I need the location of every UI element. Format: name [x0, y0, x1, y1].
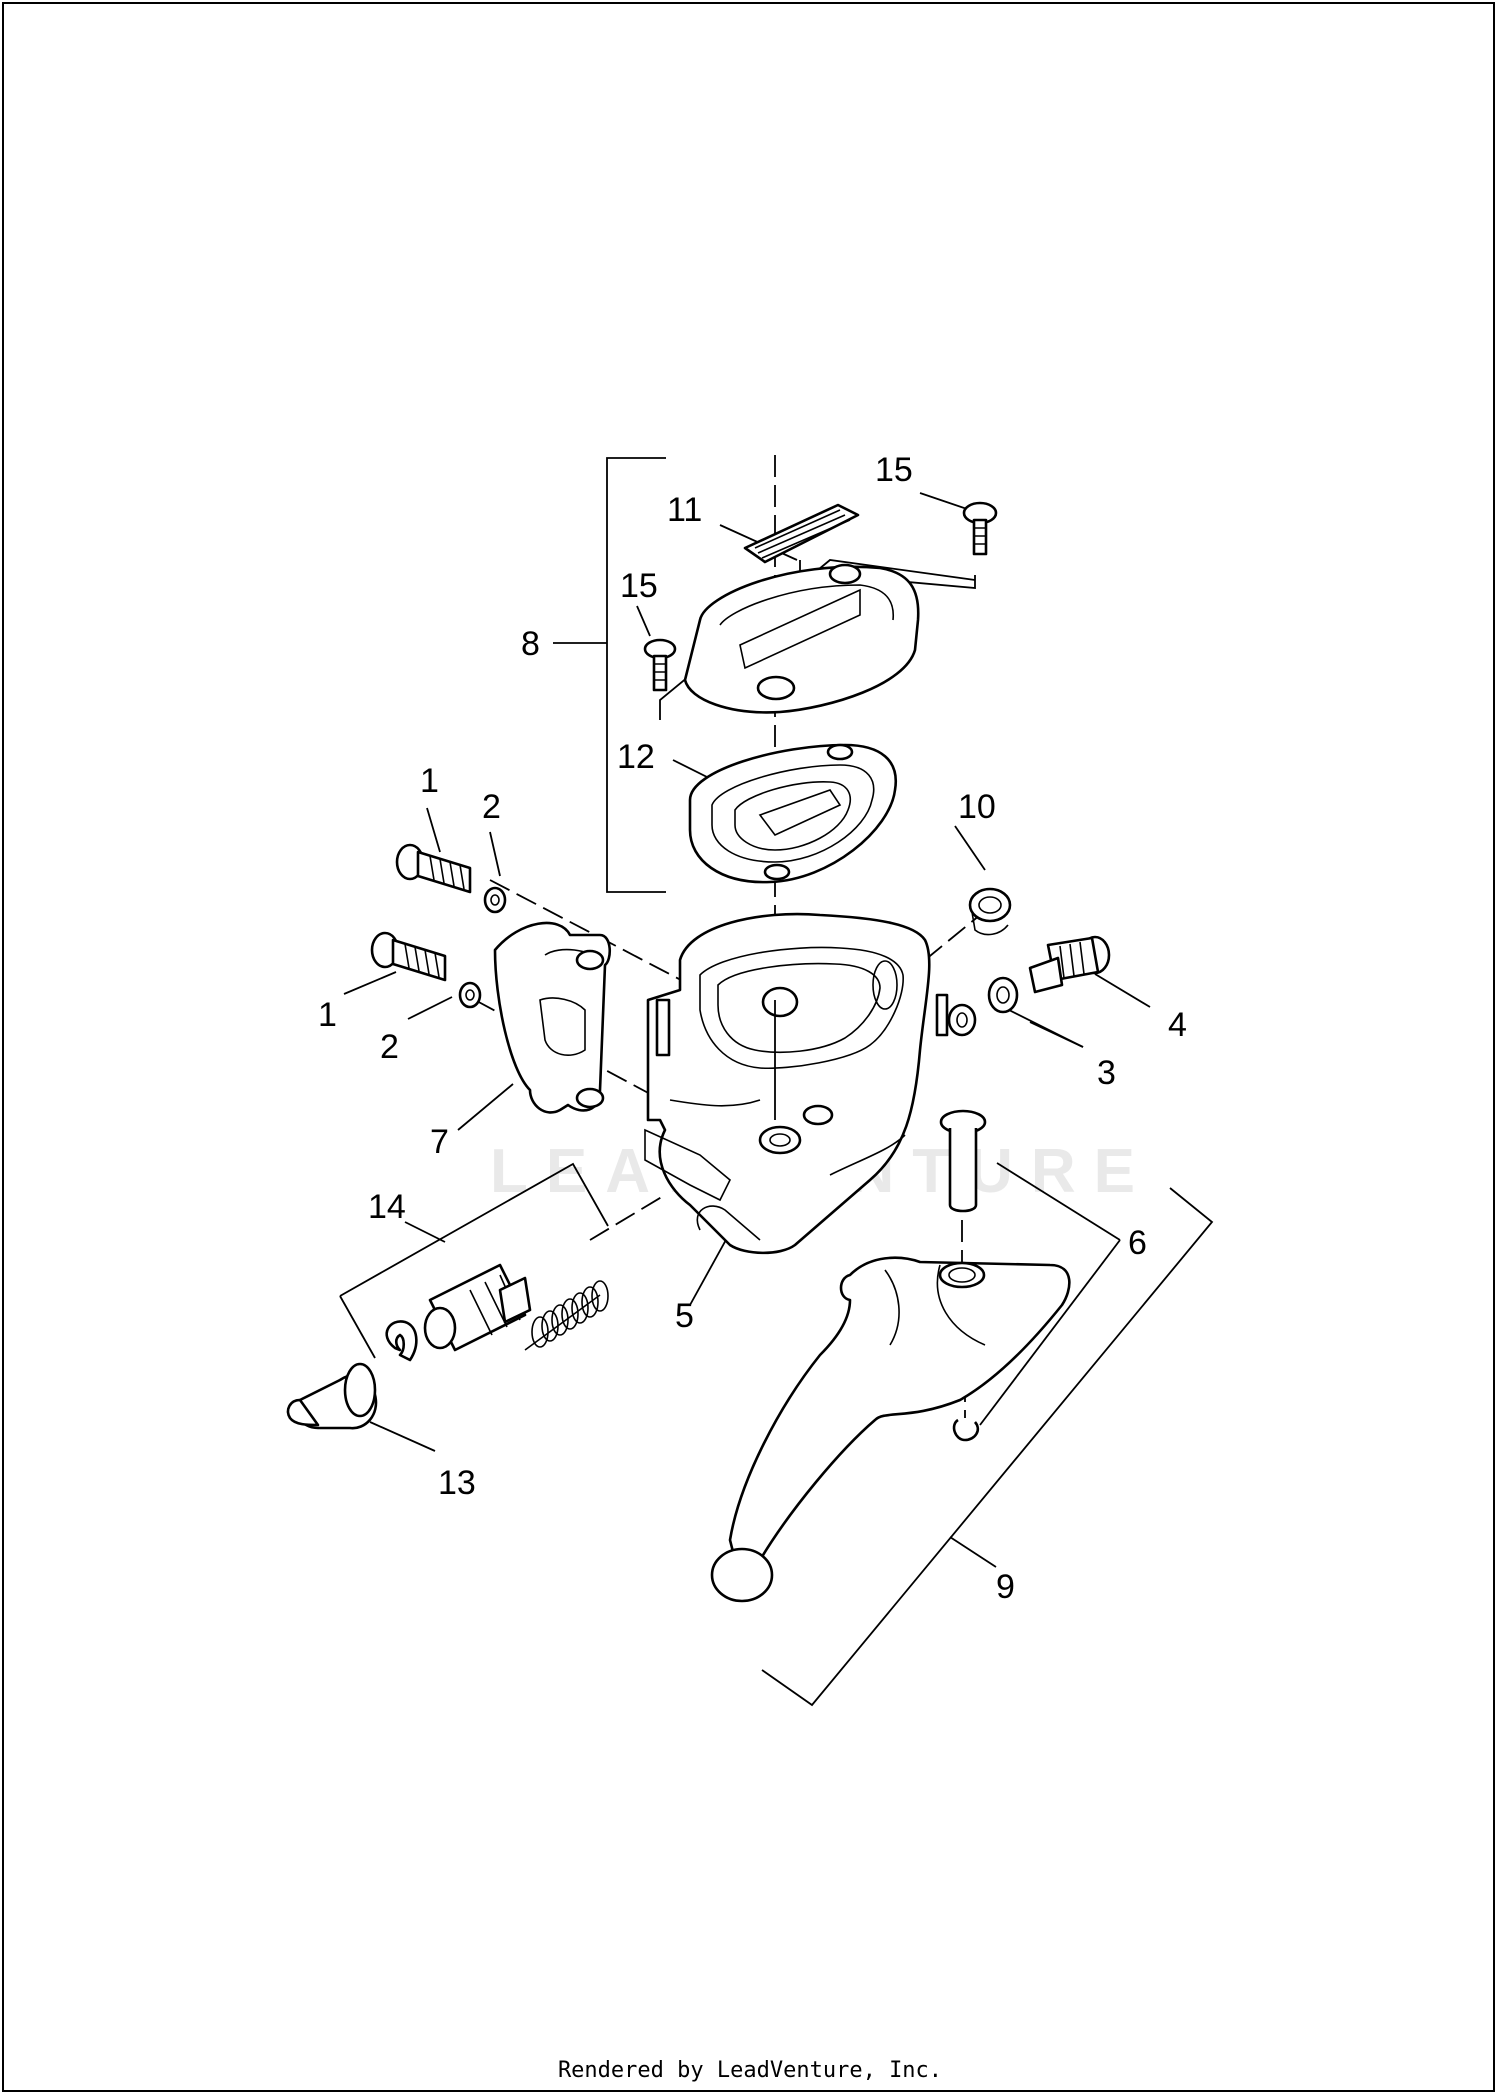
washer-3-b: [947, 1003, 977, 1037]
callout-14: 14: [368, 1188, 406, 1226]
bracket-9: [761, 1187, 1214, 1707]
callout-7: 7: [430, 1123, 449, 1161]
callout-15-lower: 15: [620, 567, 658, 605]
callout-8: 8: [521, 625, 540, 663]
callout-13: 13: [438, 1464, 476, 1502]
bracket-8: [553, 457, 666, 893]
washer-2-upper: [483, 886, 507, 914]
lever-9: [710, 1256, 1071, 1603]
bolt-1-upper: [395, 843, 472, 894]
banjo-bolt-4: [1028, 935, 1111, 994]
callout-15-upper: 15: [875, 451, 913, 489]
retaining-ring: [385, 1320, 418, 1362]
callout-5: 5: [675, 1297, 694, 1335]
decal-11: [743, 503, 860, 564]
footer-credit: Rendered by LeadVenture, Inc.: [557, 2058, 943, 2083]
callout-4: 4: [1168, 1006, 1187, 1044]
piston-assembly-14: [423, 1263, 609, 1352]
screw-15-left: [643, 638, 677, 692]
leader-lines: [343, 492, 1151, 1452]
callout-9: 9: [996, 1568, 1015, 1606]
callout-1-lower: 1: [318, 996, 337, 1034]
pivot-pin-6: [939, 1109, 987, 1213]
screw-15-right: [962, 501, 998, 556]
master-cylinder-body-5: [644, 912, 949, 1255]
bracket-14: [339, 1162, 609, 1359]
callout-10: 10: [958, 788, 996, 826]
callout-12: 12: [617, 738, 655, 776]
callout-2-lower: 2: [380, 1028, 399, 1066]
bushing-10: [968, 887, 1012, 936]
callout-2-upper: 2: [482, 788, 501, 826]
reservoir-cover: [683, 563, 920, 714]
bolt-1-lower: [370, 931, 447, 982]
gasket-12: [688, 743, 898, 884]
washer-3-a: [987, 976, 1019, 1014]
boot-13: [286, 1362, 378, 1430]
callout-11: 11: [667, 491, 702, 529]
callout-6: 6: [1128, 1224, 1147, 1262]
washer-2-lower: [458, 981, 482, 1009]
callout-3: 3: [1097, 1054, 1116, 1092]
clamp-7: [493, 921, 611, 1114]
callout-labels: 1 2 1 2 3 4 5 6 7 8 9 10 11 12 13 14 15 …: [318, 451, 1187, 1606]
callout-1-upper: 1: [420, 762, 439, 800]
